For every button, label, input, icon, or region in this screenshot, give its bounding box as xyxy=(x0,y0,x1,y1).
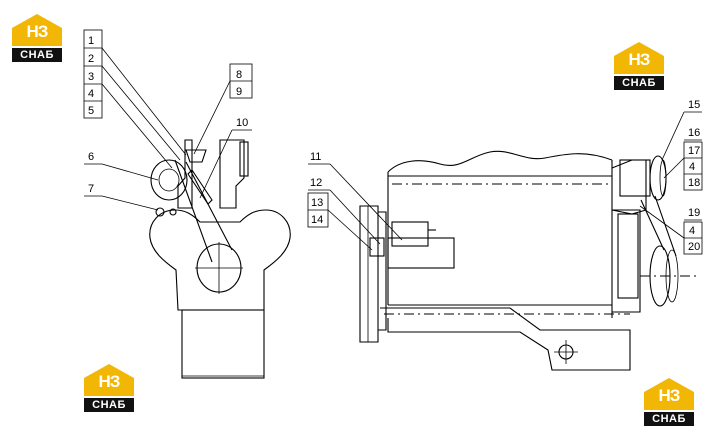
house-icon xyxy=(84,364,134,396)
logo-name: СНАБ xyxy=(644,412,694,426)
logo-mark: НЗ xyxy=(658,386,681,405)
brand-logo-bottom-left: НЗ СНАБ xyxy=(82,362,136,412)
logo-name: СНАБ xyxy=(12,48,62,62)
callout-9: 9 xyxy=(236,86,242,98)
callout-17: 17 xyxy=(688,145,700,157)
callout-2: 2 xyxy=(88,53,94,65)
brand-logo-top-left: НЗ СНАБ xyxy=(10,12,64,62)
callout-8: 8 xyxy=(236,69,242,81)
callout-4b: 4 xyxy=(689,161,695,173)
logo-mark: НЗ xyxy=(26,22,49,41)
callout-14: 14 xyxy=(311,214,323,226)
callout-13: 13 xyxy=(311,197,323,209)
callout-4: 4 xyxy=(88,88,94,100)
house-icon xyxy=(614,42,664,74)
callout-20: 20 xyxy=(688,241,700,253)
logo-mark: НЗ xyxy=(628,50,651,69)
callout-5: 5 xyxy=(88,105,94,117)
callout-18: 18 xyxy=(688,177,700,189)
callout-1: 1 xyxy=(88,35,94,47)
callout-6: 6 xyxy=(88,151,94,163)
house-icon xyxy=(644,378,694,410)
front-view xyxy=(149,139,291,379)
callout-15: 15 xyxy=(688,99,700,111)
callout-16: 16 xyxy=(688,127,700,139)
callout-7: 7 xyxy=(88,183,94,195)
side-view xyxy=(359,150,700,371)
callout-11: 11 xyxy=(310,151,321,163)
logo-name: СНАБ xyxy=(84,398,134,412)
brand-logo-top-right: НЗ СНАБ xyxy=(612,40,666,90)
part-callouts: 1 2 3 4 5 6 7 8 9 10 11 xyxy=(83,29,703,255)
house-icon xyxy=(12,14,62,46)
logo-name: СНАБ xyxy=(614,76,664,90)
brand-logo-bottom-right: НЗ СНАБ xyxy=(642,376,696,426)
callout-19: 19 xyxy=(688,207,700,219)
callout-4c: 4 xyxy=(689,225,695,237)
logo-mark: НЗ xyxy=(98,372,121,391)
callout-10: 10 xyxy=(236,117,248,129)
callout-3: 3 xyxy=(88,71,94,83)
callout-12: 12 xyxy=(310,177,322,189)
